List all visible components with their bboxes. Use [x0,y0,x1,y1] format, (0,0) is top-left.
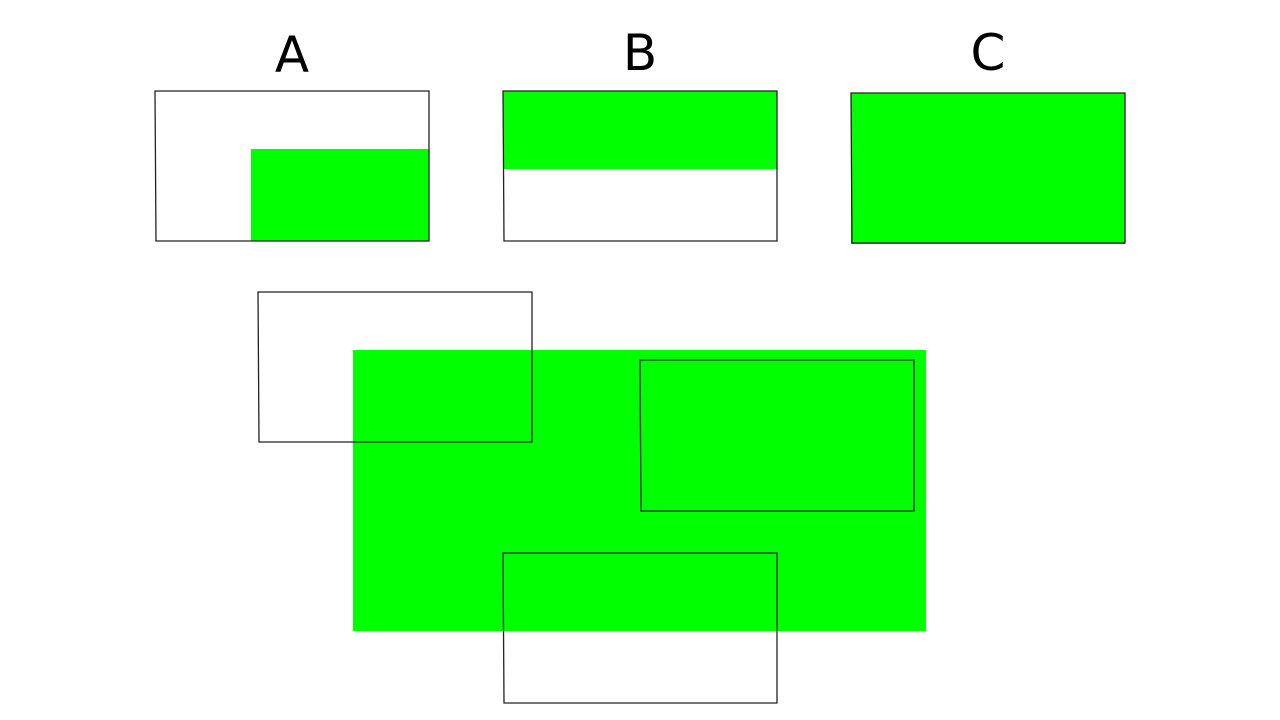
option-b[interactable]: B [502,24,778,242]
option-a-label: A [275,26,309,84]
option-c-frame [850,92,1126,244]
large-green-rectangle [353,350,926,631]
option-a-frame-fill [251,149,429,241]
option-b-frame [502,90,778,242]
option-c[interactable]: C [850,24,1126,244]
frame-bottom [502,552,778,704]
option-c-frame-fill [851,93,1125,244]
option-a-frame [154,90,430,242]
composite-scene [257,291,926,704]
frame-top-left [257,291,533,443]
option-b-frame-fill [503,91,777,169]
option-b-label: B [623,24,657,82]
option-a[interactable]: A [154,26,430,242]
option-c-label: C [971,24,1006,82]
frame-right [639,359,915,512]
